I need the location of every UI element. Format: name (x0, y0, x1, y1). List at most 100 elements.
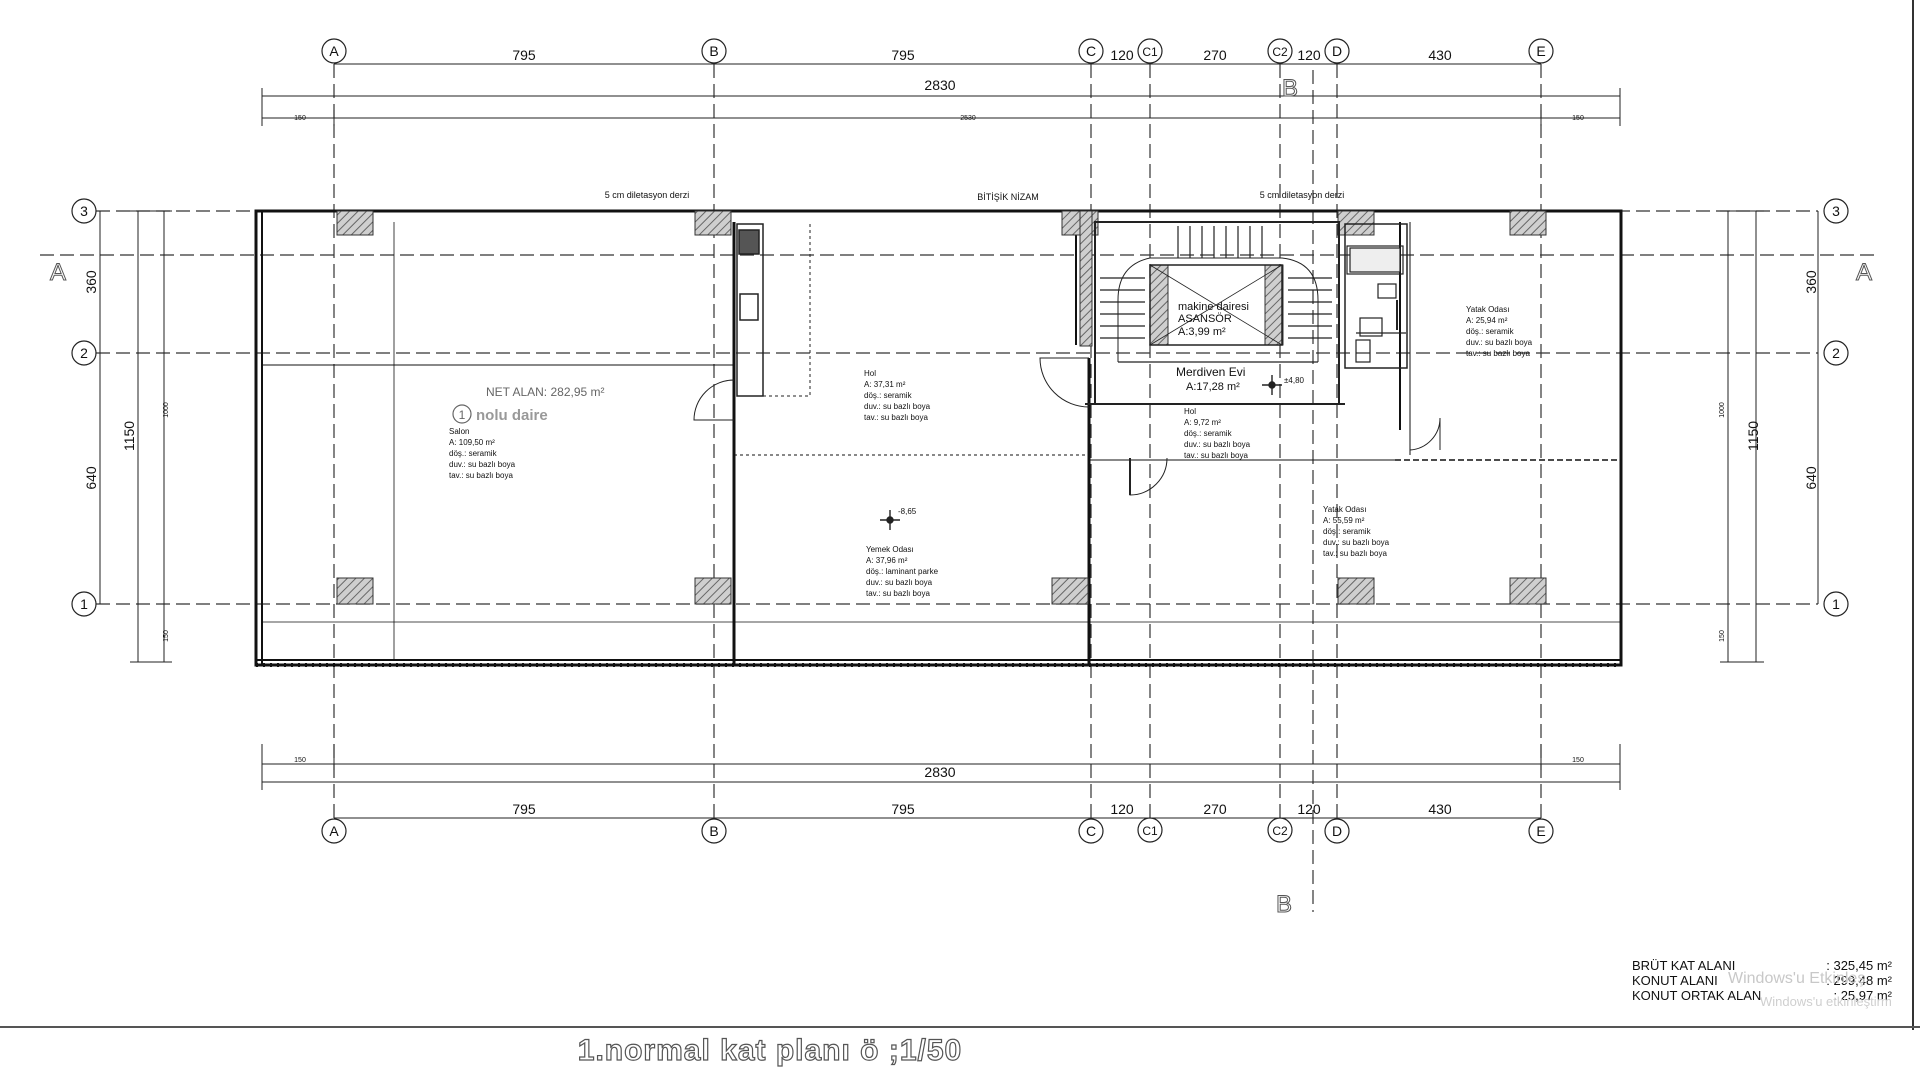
room-label-yatak1: Yatak Odası A: 25,94 m² döş.: seramik du… (1466, 305, 1533, 358)
axis-label-top-c2: C2 (1272, 45, 1288, 59)
summary-ortak-value: : 25,97 m² (1833, 988, 1892, 1003)
room-yemek-ceiling: tav.: su bazlı boya (866, 589, 930, 598)
dim-top-c1c2: 270 (1203, 47, 1227, 63)
row-grid-lines (40, 210, 1880, 605)
structural-columns (336, 210, 1547, 605)
dim-bottom-total: 2830 (924, 764, 955, 780)
windows-activation-watermark: Windows'u Etkinleş (1728, 970, 1866, 987)
room-hol2-wall: duv.: su bazlı boya (1184, 440, 1251, 449)
room-label-yatak2: Yatak Odası A: 55,59 m² döş.: seramik du… (1323, 505, 1390, 558)
bathroom (1344, 223, 1408, 369)
dim-right-lower: 640 (1803, 466, 1819, 490)
room-yatak2-floor: döş.: seramik (1323, 527, 1372, 536)
column-grid-lines (333, 64, 1542, 912)
axis-label-top-c1: C1 (1142, 45, 1158, 59)
axis-label-bottom-b: B (709, 823, 718, 839)
stair-core (1085, 221, 1345, 405)
summary-brut-label: BRÜT KAT ALANI (1632, 958, 1736, 973)
axis-bubbles-top (321, 38, 1554, 64)
room-salon-wall: duv.: su bazlı boya (449, 460, 516, 469)
core-stair-level: ±4,80 (1284, 376, 1305, 385)
room-hol-wall: duv.: su bazlı boya (864, 402, 931, 411)
axis-label-bottom-c: C (1086, 823, 1096, 839)
sheet-bottom-border (0, 1026, 1920, 1028)
section-marker-bottom: B (1276, 891, 1292, 918)
dim-left-total: 1150 (121, 421, 137, 451)
room-hol2-name: Hol (1184, 407, 1196, 416)
level-yemek: -8,65 (898, 507, 917, 516)
axis-label-right-2: 2 (1832, 345, 1840, 361)
dim-top-overhang-right: 150 (1572, 115, 1584, 122)
room-yemek-wall: duv.: su bazlı boya (866, 578, 933, 587)
dim-right-inner: 1000 (1719, 402, 1726, 418)
summary-row-ortak: KONUT ORTAK ALAN : 25,97 m² (1632, 988, 1892, 1003)
axis-label-bottom-c1: C1 (1142, 824, 1158, 838)
room-yatak2-area: A: 55,59 m² (1323, 516, 1365, 525)
dim-right-total: 1150 (1745, 421, 1761, 451)
unit-number-badge (452, 404, 472, 424)
dim-top-c2d: 120 (1297, 47, 1321, 63)
core-machine-label: makine dairesi (1178, 301, 1249, 313)
doors (693, 300, 1441, 496)
dim-right-bottom-small: 150 (1719, 630, 1726, 642)
core-lift-area: A:3,99 m² (1178, 326, 1226, 338)
room-label-hol2: Hol A: 9,72 m² döş.: seramik duv.: su ba… (1184, 407, 1251, 460)
section-marker-left: A (50, 259, 66, 286)
axis-label-left-2: 2 (80, 345, 88, 361)
kitchen-counter (736, 223, 811, 397)
summary-row-brut: BRÜT KAT ALANI : 325,45 m² (1632, 958, 1892, 973)
level-markers (880, 375, 1282, 530)
dim-bottom-c2d: 120 (1297, 801, 1321, 817)
axis-label-bottom-e: E (1536, 823, 1545, 839)
dim-top-de: 430 (1428, 47, 1452, 63)
dim-left-inner: 1000 (163, 402, 170, 418)
room-label-hol: Hol A: 37,31 m² döş.: seramik duv.: su b… (864, 369, 931, 422)
summary-brut-value: : 325,45 m² (1826, 958, 1892, 973)
top-dimension-chain (261, 63, 1621, 126)
room-hol2-ceiling: tav.: su bazlı boya (1184, 451, 1248, 460)
core-stair-label: Merdiven Evi (1176, 365, 1245, 379)
room-yatak2-ceiling: tav.: su bazlı boya (1323, 549, 1387, 558)
dim-bottom-bc: 795 (891, 801, 915, 817)
dim-top-bc: 795 (891, 47, 915, 63)
dim-left-lower: 640 (83, 466, 99, 490)
dim-right-upper: 360 (1803, 270, 1819, 294)
room-yatak2-name: Yatak Odası (1323, 505, 1366, 514)
dim-bottom-c1c2: 270 (1203, 801, 1227, 817)
section-marker-top: B (1282, 75, 1298, 102)
room-hol2-area: A: 9,72 m² (1184, 418, 1221, 427)
room-salon-name: Salon (449, 427, 469, 436)
axis-label-bottom-c2: C2 (1272, 824, 1288, 838)
room-salon-area: A: 109,50 m² (449, 438, 495, 447)
axis-bubbles-right (1823, 198, 1849, 617)
summary-konut-label: KONUT ALANI (1632, 973, 1718, 988)
room-label-salon: Salon A: 109,50 m² döş.: seramik duv.: s… (449, 427, 516, 480)
room-yatak1-wall: duv.: su bazlı boya (1466, 338, 1533, 347)
net-area-label: NET ALAN: 282,95 m² (486, 385, 605, 399)
unit-number: 1 (459, 408, 466, 422)
note-adjacent: BİTİŞİK NİZAM (977, 192, 1039, 202)
axis-label-right-3: 3 (1832, 203, 1840, 219)
side-dimension-lines (99, 210, 1819, 663)
dim-top-inner-total: 2530 (960, 115, 976, 122)
room-yatak2-wall: duv.: su bazlı boya (1323, 538, 1390, 547)
axis-label-left-1: 1 (80, 596, 88, 612)
dim-left-bottom-small: 150 (163, 630, 170, 642)
axis-label-bottom-d: D (1332, 823, 1342, 839)
windows-activation-watermark-sub: Windows'u etkinleştirm (1760, 994, 1892, 1009)
area-summary-table: BRÜT KAT ALANI : 325,45 m² KONUT ALANI :… (1632, 958, 1892, 1003)
floor-plan-drawing: A B C C1 C2 D E A B C C1 C2 D E 3 2 1 3 … (40, 38, 1880, 919)
dim-bottom-de: 430 (1428, 801, 1452, 817)
room-yatak1-area: A: 25,94 m² (1466, 316, 1508, 325)
core-lift-label: ASANSÖR (1178, 313, 1232, 325)
unit-label: nolu daire (476, 407, 548, 424)
sheet-right-border (1912, 0, 1914, 1030)
axis-bubbles-bottom (321, 817, 1554, 844)
dim-top-total: 2830 (924, 77, 955, 93)
dim-top-overhang-left: 150 (294, 115, 306, 122)
dim-top-cc1: 120 (1110, 47, 1134, 63)
room-yemek-floor: döş.: laminant parke (866, 567, 939, 576)
dim-left-upper: 360 (83, 270, 99, 294)
drawing-title: 1.normal kat planı ö ;1/50 (577, 1033, 963, 1067)
room-hol-name: Hol (864, 369, 876, 378)
